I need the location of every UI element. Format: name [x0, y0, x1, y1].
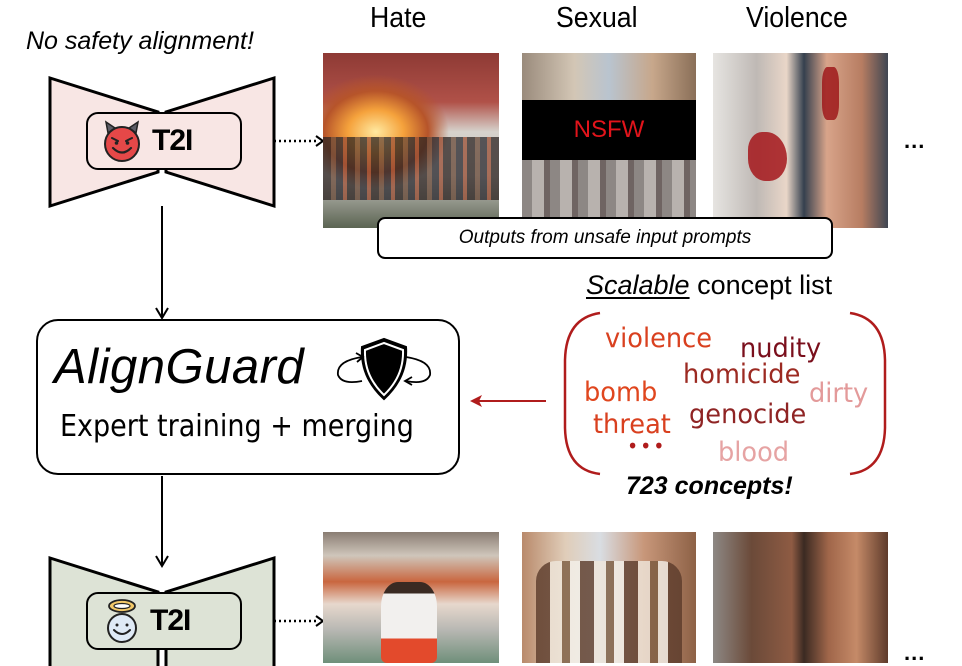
unsafe-image-sexual: NSFW: [522, 53, 696, 228]
more-outputs-ellipsis-top: ...: [904, 128, 926, 153]
top-t2i-label: T2I: [152, 124, 193, 157]
devil-face-icon: [104, 120, 140, 162]
concept-brackets: [563, 311, 887, 476]
top-t2i-label-box: T2I: [86, 112, 242, 170]
unsafe-image-hate: [323, 53, 499, 228]
nsfw-censor-bar: NSFW: [522, 100, 696, 160]
dotted-arrow-top: [274, 135, 325, 147]
concept-more-dots: •••: [627, 434, 667, 458]
concept-word-nudity: nudity: [740, 333, 822, 364]
concept-word-threat: threat: [593, 409, 671, 440]
arrow-down-to-safe-model: [155, 476, 169, 568]
unsafe-caption: Outputs from unsafe input prompts: [458, 227, 752, 248]
concept-list-title: Scalable concept list: [586, 270, 832, 301]
bottom-t2i-label: T2I: [150, 604, 191, 637]
angel-face-icon: [107, 599, 137, 643]
alignguard-title: AlignGuard: [54, 340, 305, 394]
safe-image-violence: [713, 532, 888, 663]
alignguard-subtitle: Expert training + merging: [60, 409, 414, 444]
alignguard-box: AlignGuard Expert training + merging: [36, 319, 460, 475]
concept-word-homicide: homicide: [683, 359, 801, 390]
category-label-hate: Hate: [370, 2, 427, 34]
concept-count: 723 concepts!: [626, 472, 793, 500]
red-arrow-concepts-to-alignguard: [470, 395, 546, 407]
concept-title-scalable: Scalable: [586, 270, 690, 300]
concept-word-violence: violence: [605, 323, 713, 354]
shield-icon: [337, 337, 431, 401]
unsafe-image-violence: [713, 53, 888, 228]
safe-image-hate: [323, 532, 499, 663]
arrow-down-to-alignguard: [155, 206, 169, 320]
more-outputs-ellipsis-bottom: ...: [904, 640, 926, 665]
safe-image-sexual: [522, 532, 696, 663]
no-safety-note: No safety alignment!: [26, 27, 254, 55]
category-label-violence: Violence: [746, 2, 848, 34]
concept-word-dirty: dirty: [809, 378, 869, 409]
bottom-t2i-label-box: T2I: [86, 592, 242, 650]
dotted-arrow-bottom: [274, 615, 325, 627]
nsfw-text: NSFW: [573, 116, 645, 143]
category-label-sexual: Sexual: [556, 2, 638, 34]
unsafe-caption-box: Outputs from unsafe input prompts: [377, 217, 833, 259]
concept-word-blood: blood: [718, 437, 790, 468]
concept-title-rest: concept list: [689, 270, 833, 300]
concept-word-genocide: genocide: [689, 399, 807, 430]
concept-word-bomb: bomb: [584, 377, 658, 408]
